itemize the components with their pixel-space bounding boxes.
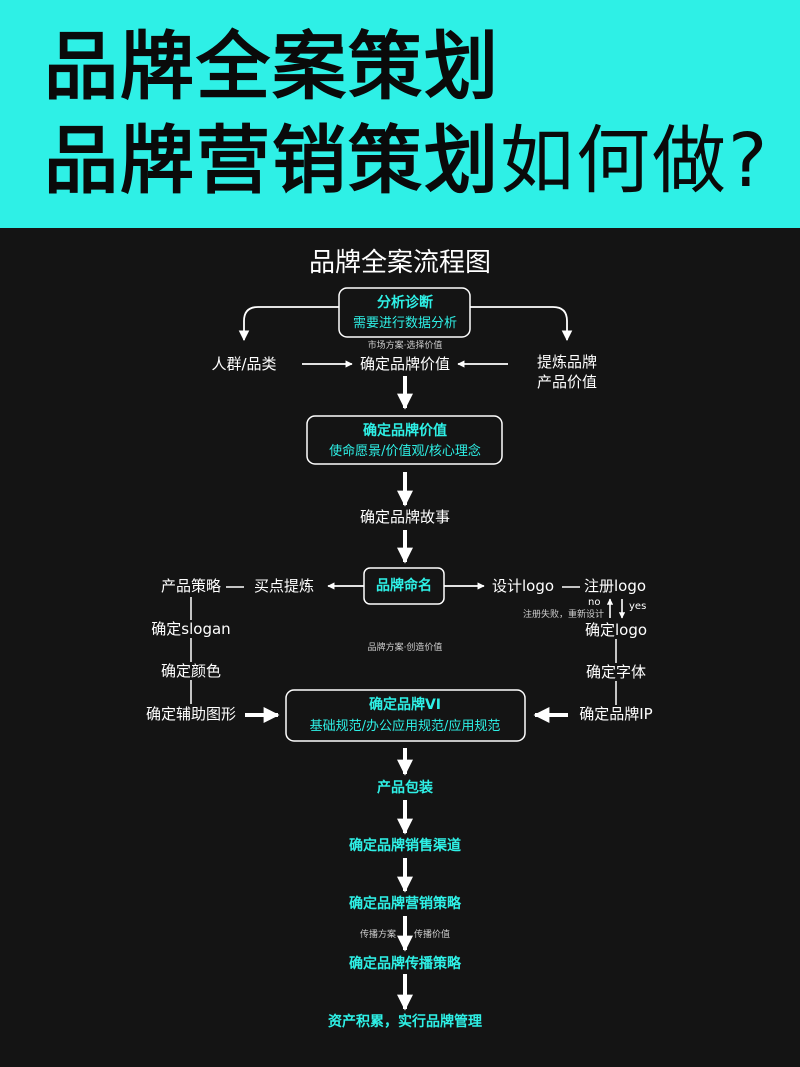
extract-line2: 产品价值 <box>536 373 598 391</box>
final-step: 资产积累，实行品牌管理 <box>328 1014 482 1030</box>
headline-line2-light: 如何做? <box>500 118 770 204</box>
confirm-value-text: 确定品牌价值 <box>359 355 451 373</box>
vi-box-sub: 基础规范/办公应用规范/应用规范 <box>309 719 501 734</box>
market-note: 市场方案·选择价值 <box>367 341 443 351</box>
product-packaging: 产品包装 <box>377 780 433 796</box>
headline-line2: 品牌营销策划如何做? <box>44 124 769 198</box>
arrow-analysis-left <box>238 306 339 342</box>
arrow-analysis-right <box>470 306 573 342</box>
confirm-brand-ip: 确定品牌IP <box>579 705 653 723</box>
spread-value-note: 传播价值 <box>414 930 451 940</box>
headline-line2-bold: 品牌营销策划 <box>44 118 500 204</box>
analysis-title: 分析诊断 <box>377 295 433 311</box>
marketing-strategy: 确定品牌营销策略 <box>349 896 461 912</box>
brand-story: 确定品牌故事 <box>359 508 451 526</box>
no-label: no <box>588 597 601 608</box>
register-logo: 注册logo <box>584 577 647 595</box>
header-banner: 品牌全案策划 品牌营销策划如何做? <box>0 0 800 228</box>
brand-plan-note: 品牌方案·创造价值 <box>367 643 443 653</box>
confirm-logo: 确定logo <box>584 621 648 639</box>
sales-channels: 确定品牌销售渠道 <box>349 838 461 854</box>
value-box-sub: 使命愿景/价值观/核心理念 <box>329 444 481 459</box>
analysis-sub: 需要进行数据分析 <box>352 316 458 331</box>
diagram-title: 品牌全案流程图 <box>308 248 492 278</box>
vi-box <box>285 689 526 742</box>
product-strategy: 产品策略 <box>160 577 222 595</box>
flowchart-connectors <box>190 287 626 1011</box>
spread-strategy: 确定品牌传播策略 <box>349 956 461 972</box>
brand-naming: 品牌命名 <box>376 578 432 594</box>
selling-point: 买点提炼 <box>253 577 315 595</box>
vi-box-title: 确定品牌VI <box>368 697 442 713</box>
design-logo: 设计logo <box>492 577 555 595</box>
register-fail-note: 注册失败，重新设计 <box>522 610 604 620</box>
flowchart: 品牌全案流程图 分析诊断 需要进行数据分析 市场方案·选择价值 人群/品类 确定… <box>0 228 800 1067</box>
confirm-font: 确定字体 <box>585 663 647 681</box>
crowd-category: 人群/品类 <box>211 355 277 373</box>
yes-label: yes <box>629 601 647 612</box>
value-box-title: 确定品牌价值 <box>363 423 447 439</box>
confirm-color: 确定颜色 <box>160 662 222 680</box>
headline-line1: 品牌全案策划 <box>44 24 500 110</box>
spread-plan-note: 传播方案 <box>359 930 396 940</box>
extract-line1: 提炼品牌 <box>536 353 598 371</box>
analysis-box <box>338 287 471 338</box>
confirm-slogan: 确定slogan <box>151 620 231 638</box>
value-box <box>306 415 503 465</box>
confirm-aux-graphic: 确定辅助图形 <box>145 705 237 723</box>
